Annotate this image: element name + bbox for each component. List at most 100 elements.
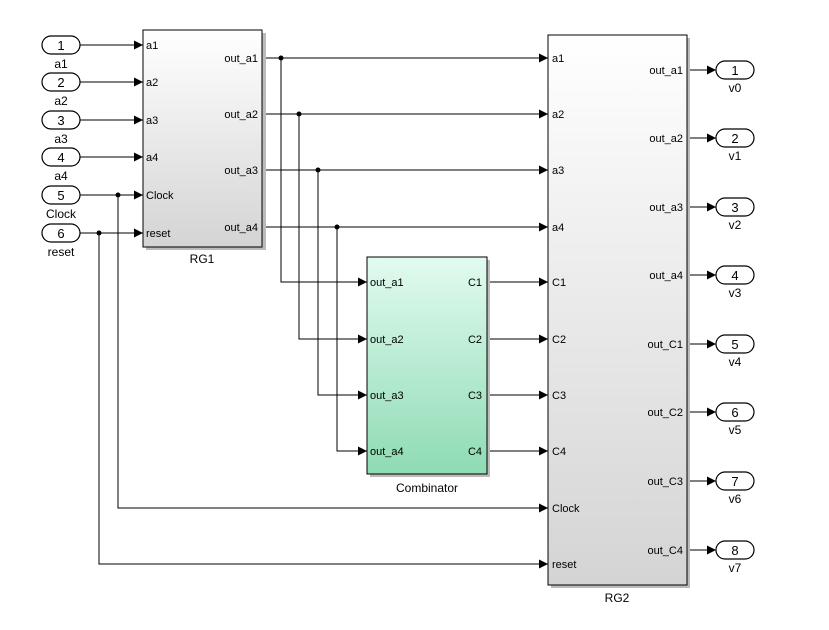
comb-out-port-label: C4	[468, 446, 482, 458]
outport-v6[interactable]: 7 v6	[715, 471, 755, 506]
block-rg2[interactable]: a1 a2 a3 a4 C1 C2 C3 C4 Clock reset out_…	[547, 34, 690, 605]
rg1-out-port-label: out_a4	[224, 222, 258, 234]
junction-dot	[278, 55, 284, 61]
comb-in-port-label: out_a2	[370, 334, 404, 346]
outport-v0[interactable]: 1 v0	[715, 60, 755, 95]
rg2-in-port-label: a4	[552, 222, 564, 234]
outport-name: v6	[729, 492, 742, 506]
comb-out-port-label: C1	[468, 277, 482, 289]
outport-v4[interactable]: 5 v4	[715, 334, 755, 369]
outport-number: 3	[731, 200, 738, 215]
outport-name: v5	[729, 423, 742, 437]
wire-reset-rg2[interactable]	[98, 233, 548, 569]
wire-out-a2-comb[interactable]	[298, 114, 367, 344]
rg2-out-port-label: out_C2	[648, 407, 683, 419]
rg2-in-port-label: C3	[552, 390, 566, 402]
block-name: RG2	[605, 591, 630, 605]
outport-v3[interactable]: 4 v3	[715, 265, 755, 300]
block-name: Combinator	[396, 481, 458, 495]
outport-number: 2	[731, 131, 738, 146]
inport-a3[interactable]: 3 a3	[41, 110, 81, 146]
comb-out-port-label: C3	[468, 390, 482, 402]
rg1-in-port-label: a3	[146, 115, 158, 127]
comb-in-port-label: out_a1	[370, 277, 404, 289]
outport-name: v0	[729, 81, 742, 95]
block-rg1[interactable]: a1 a2 a3 a4 Clock reset out_a1 out_a2 ou…	[142, 29, 266, 266]
rg2-out-port-label: out_a3	[649, 202, 683, 214]
inport-a4[interactable]: 4 a4	[41, 147, 81, 183]
rg2-in-port-label: reset	[552, 559, 576, 571]
outport-name: v1	[729, 149, 742, 163]
wire-out-a3-comb[interactable]	[317, 170, 367, 400]
outports: 1 v0 2 v1 3 v2 4 v3 5 v4 6 v5	[715, 60, 755, 575]
inport-name: a2	[54, 94, 68, 108]
rg2-out-port-label: out_C3	[648, 476, 683, 488]
rg1-out-port-label: out_a2	[224, 109, 258, 121]
rg1-out-port-label: out_a1	[224, 53, 258, 65]
rg2-in-port-label: C1	[552, 277, 566, 289]
junction-dot	[334, 224, 340, 230]
outport-v5[interactable]: 6 v5	[715, 402, 755, 437]
inport-name: a3	[54, 132, 68, 146]
junction-dot	[296, 111, 302, 117]
outport-number: 6	[731, 405, 738, 420]
rg1-in-port-label: a4	[146, 152, 158, 164]
inport-name: Clock	[46, 207, 77, 221]
rg1-out-port-label: out_a3	[224, 165, 258, 177]
block-combinator[interactable]: out_a1 out_a2 out_a3 out_a4 C1 C2 C3 C4 …	[366, 256, 490, 495]
inport-number: 3	[57, 113, 64, 128]
inport-number: 5	[57, 188, 64, 203]
rg2-in-port-label: a1	[552, 53, 564, 65]
comb-in-port-label: out_a3	[370, 390, 404, 402]
outport-number: 7	[731, 474, 738, 489]
inport-name: reset	[48, 245, 75, 259]
rg2-out-port-label: out_a2	[649, 133, 683, 145]
inport-number: 4	[57, 150, 64, 165]
inport-name: a4	[54, 169, 68, 183]
junction-dot	[96, 230, 102, 236]
rg2-in-port-label: Clock	[552, 503, 580, 515]
inport-reset[interactable]: 6 reset	[41, 223, 81, 259]
block-body	[547, 34, 688, 586]
inports: 1 a1 2 a2 3 a3 4 a4 5 Clock 6 reset	[41, 35, 81, 259]
outport-name: v7	[729, 561, 742, 575]
inport-number: 2	[57, 75, 64, 90]
wire-out-a4-comb[interactable]	[336, 227, 367, 456]
outport-number: 8	[731, 543, 738, 558]
signal-lines	[80, 40, 716, 569]
rg2-in-port-label: C4	[552, 446, 566, 458]
comb-in-port-label: out_a4	[370, 446, 404, 458]
block-name: RG1	[190, 252, 215, 266]
rg2-in-port-label: a2	[552, 109, 564, 121]
inport-a1[interactable]: 1 a1	[41, 35, 81, 71]
rg2-out-port-label: out_C4	[648, 545, 683, 557]
block-body	[142, 29, 263, 248]
rg1-in-port-label: a2	[146, 77, 158, 89]
rg2-out-port-label: out_a1	[649, 65, 683, 77]
wire-out-a1-comb[interactable]	[280, 58, 367, 287]
inport-a2[interactable]: 2 a2	[41, 72, 81, 108]
outport-name: v2	[729, 218, 742, 232]
outport-number: 4	[731, 268, 738, 283]
outport-v2[interactable]: 3 v2	[715, 197, 755, 232]
outport-name: v4	[729, 355, 742, 369]
rg2-out-port-label: out_a4	[649, 270, 683, 282]
rg2-in-port-label: C2	[552, 334, 566, 346]
outport-number: 5	[731, 337, 738, 352]
junction-dot	[315, 167, 321, 173]
inport-name: a1	[54, 57, 68, 71]
outport-v1[interactable]: 2 v1	[715, 128, 755, 163]
wire-clock-rg2[interactable]	[117, 195, 548, 513]
rg2-in-port-label: a3	[552, 165, 564, 177]
rg2-out-port-label: out_C1	[648, 339, 683, 351]
inport-clock[interactable]: 5 Clock	[41, 185, 81, 221]
rg1-in-port-label: a1	[146, 40, 158, 52]
outport-name: v3	[729, 286, 742, 300]
rg1-in-port-label: Clock	[146, 190, 174, 202]
inport-number: 6	[57, 226, 64, 241]
junction-dot	[115, 192, 121, 198]
comb-out-port-label: C2	[468, 334, 482, 346]
inport-number: 1	[57, 38, 64, 53]
outport-v7[interactable]: 8 v7	[715, 540, 755, 575]
